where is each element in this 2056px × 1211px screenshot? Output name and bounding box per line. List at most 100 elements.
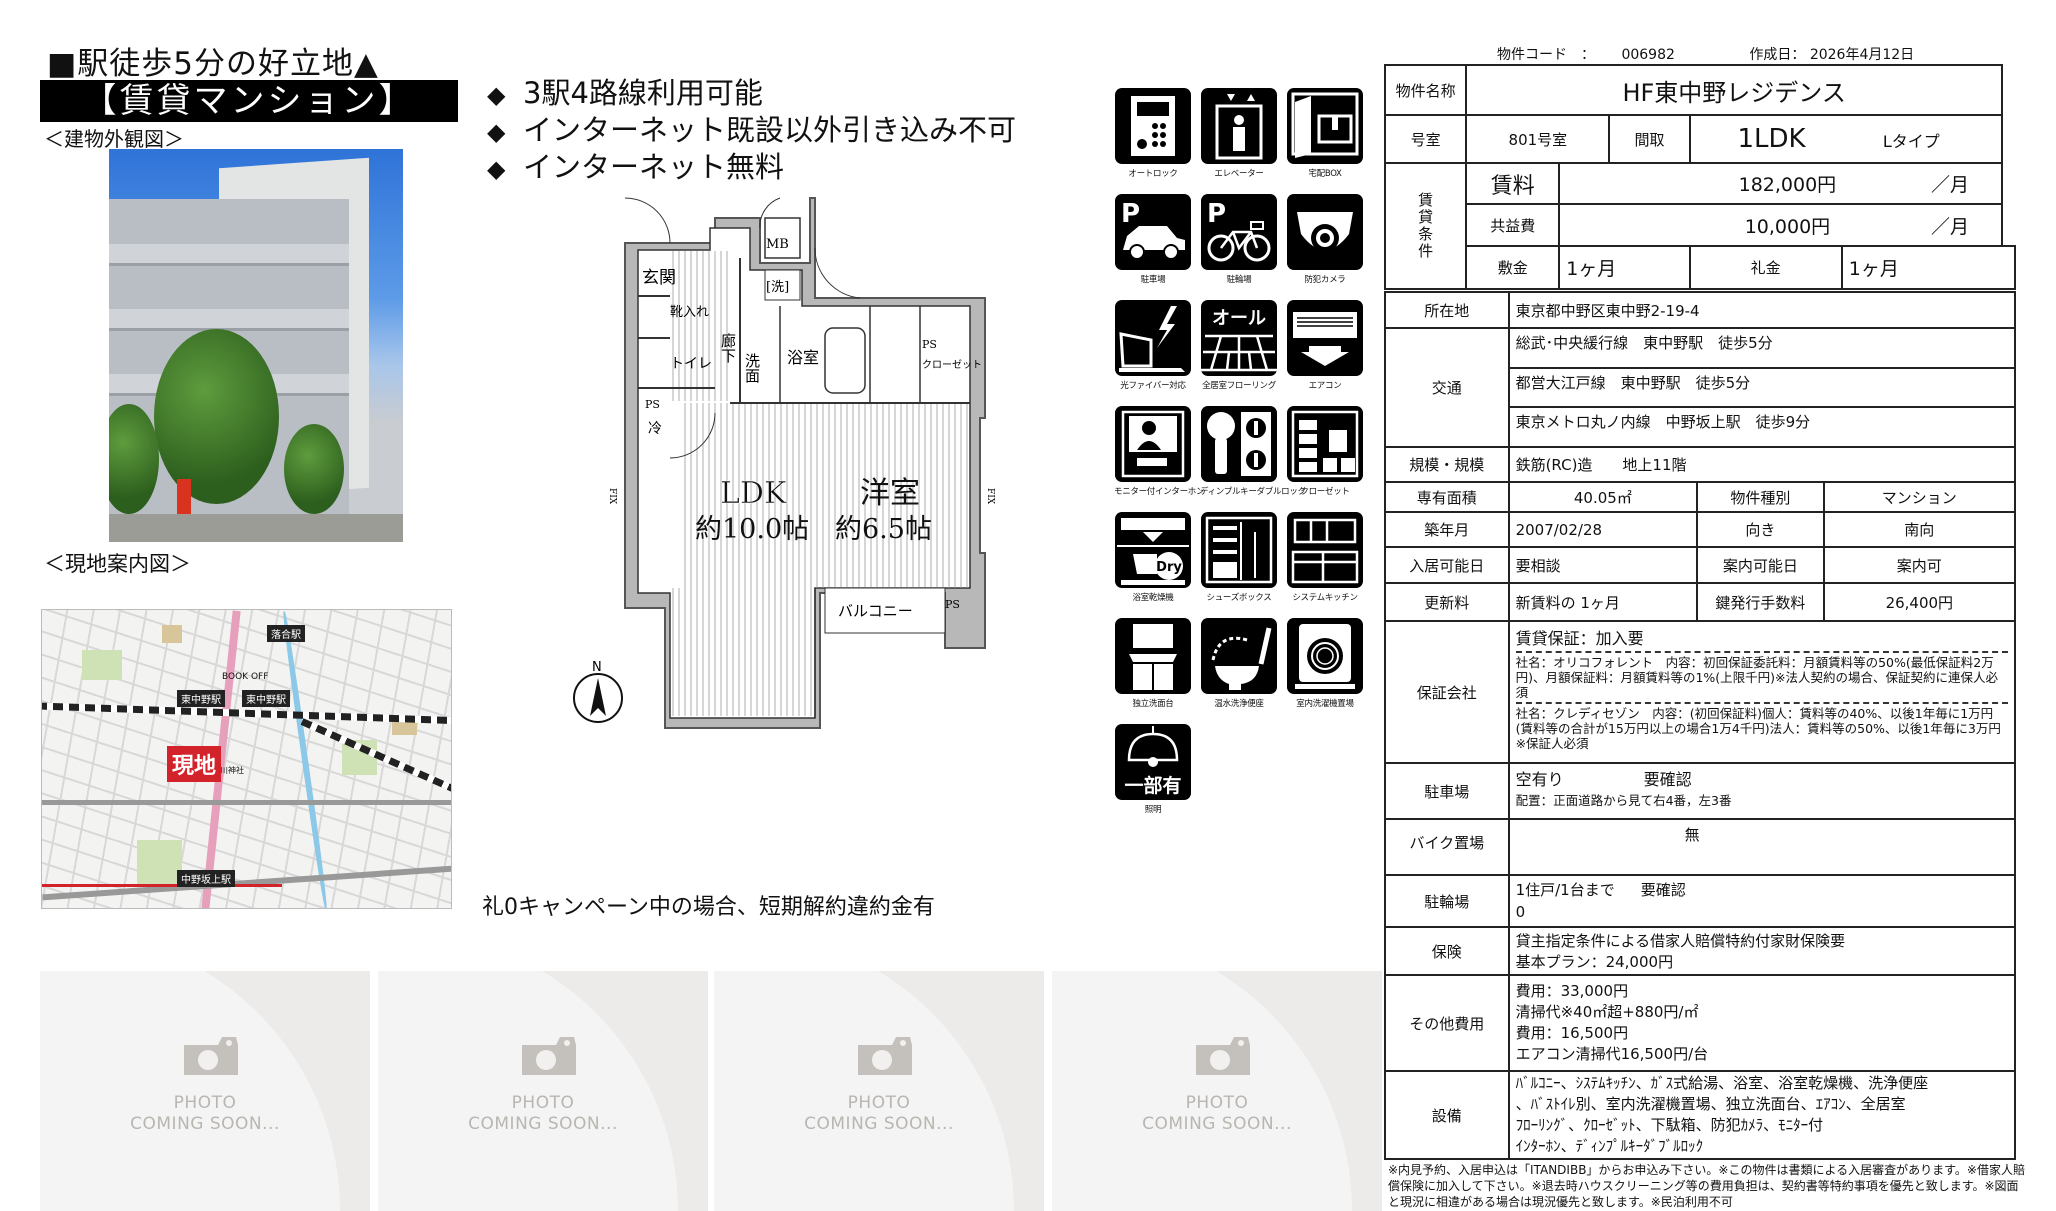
map-station-label: 東中野駅	[242, 690, 290, 707]
transit-label: 交通	[1384, 327, 1510, 448]
svg-text:浴室: 浴室	[787, 348, 819, 367]
equipment-line: ﾊﾞﾙｺﾆｰ、ｼｽﾃﾑｷｯﾁﾝ、ｶﾞｽ式給湯、浴室、浴室乾燥機、洗浄便座	[1515, 1074, 1929, 1092]
lighting-icon: 一部有	[1115, 724, 1191, 800]
equipment-line: 、ﾊﾞｽﾄｲﾚ別、室内洗濯機置場、独立洗面台、ｴｱｺﾝ、全居室	[1515, 1095, 1906, 1113]
deposit-label: 敷金	[1465, 245, 1561, 290]
svg-text:廊下: 廊下	[719, 333, 737, 363]
other-fees-label: その他費用	[1384, 974, 1510, 1072]
property-code-label: 物件コード ：	[1497, 47, 1595, 63]
parking-status: 空有り	[1515, 770, 1564, 789]
svg-text:オール: オール	[1212, 308, 1266, 329]
amenity-autolock: オートロック	[1114, 88, 1192, 188]
svg-text:MB: MB	[766, 237, 789, 252]
equipment-line: ﾌﾛｰﾘﾝｸﾞ、ｸﾛｰｾﾞｯﾄ、下駄箱、防犯ｶﾒﾗ、ﾓﾆﾀｰ付	[1515, 1116, 1824, 1134]
layout-type: Lタイプ	[1882, 132, 1940, 151]
parking-icon: P	[1115, 194, 1191, 270]
map-current-location-marker: 現地	[167, 746, 222, 782]
layout: 1LDK	[1737, 124, 1806, 154]
rental-terms-label: 賃貸条件	[1383, 162, 1468, 290]
amenity-dimple-key: ディンプルキーダブルロック	[1200, 406, 1306, 506]
svg-text:FIX: FIX	[985, 488, 995, 505]
map-landmark: 氷川神社	[212, 766, 244, 775]
amenity-delivery-box: 宅配BOX	[1286, 88, 1364, 188]
svg-text:PS: PS	[645, 398, 660, 411]
location-map[interactable]: 落合駅 東中野駅 東中野駅 中野坂上駅 BOOK OFF 氷川神社 現地	[41, 609, 452, 909]
amenity-air-conditioner: エアコン	[1286, 300, 1364, 400]
footnote: ※内見予約、入居申込は「ITANDIBB」からお申込み下さい。※この物件は書類に…	[1388, 1163, 2025, 1209]
room-number-label: 号室	[1383, 114, 1468, 164]
common-fee-label: 共益費	[1465, 203, 1561, 247]
parking-note: 配置：正面道路から見て右4番，左3番	[1515, 793, 1732, 808]
property-name-label: 物件名称	[1383, 64, 1468, 116]
amenity-parking: P 駐車場	[1114, 194, 1192, 294]
renewal-fee-label: 更新料	[1384, 582, 1510, 622]
map-caption: ＜現地案内図＞	[44, 552, 191, 576]
camera-icon	[858, 1037, 912, 1075]
built-date: 2007/02/28	[1507, 511, 1699, 548]
vanity-icon	[1115, 618, 1191, 694]
viewing-label: 案内可能日	[1696, 546, 1825, 584]
feature-item: ◆インターネット無料	[487, 150, 1016, 187]
parking-cell: 空有り 要確認 配置：正面道路から見て右4番，左3番	[1507, 762, 2017, 820]
map-landmark: BOOK OFF	[222, 672, 269, 682]
equipment-cell: ﾊﾞﾙｺﾆｰ、ｼｽﾃﾑｷｯﾁﾝ、ｶﾞｽ式給湯、浴室、浴室乾燥機、洗浄便座 、ﾊﾞ…	[1507, 1070, 2017, 1160]
camera-icon	[184, 1037, 238, 1075]
facing-label: 向き	[1696, 511, 1825, 548]
summary-table: 物件名称 HF東中野レジデンス 号室 801号室 間取 1LDK Lタイプ 賃貸…	[1383, 64, 2016, 290]
bicycle-parking-count: 0	[1515, 903, 1526, 921]
structure: 鉄筋(RC)造 地上11階	[1507, 446, 2017, 483]
layout-label: 間取	[1608, 114, 1691, 164]
other-fee-item: 費用：33,000円	[1515, 982, 1629, 1000]
camera-icon	[522, 1037, 576, 1075]
elevator-icon	[1201, 88, 1277, 164]
svg-text:洋室: 洋室	[860, 476, 920, 511]
svg-text:靴入れ: 靴入れ	[670, 305, 709, 320]
dimple-key-icon	[1201, 406, 1277, 482]
bathroom-dryer-icon: Dry	[1115, 512, 1191, 588]
key-money-label: 礼金	[1688, 245, 1843, 290]
insurance-plan: 基本プラン：24,000円	[1515, 953, 1674, 971]
rent-cell: 182,000円 ／月	[1558, 162, 2003, 205]
insurance-requirement: 貸主指定条件による借家人賠償特約付家財保険要	[1515, 932, 1846, 950]
guarantor-company-1: 社名：オリコフォレント 内容：初回保証委託料：月額賃料等の50%(最低保証料2万…	[1515, 655, 1999, 700]
monitor-intercom-icon	[1115, 406, 1191, 482]
shoe-box-icon	[1201, 512, 1277, 588]
property-kind-label: 物件種別	[1696, 481, 1825, 513]
air-conditioner-icon	[1287, 300, 1363, 376]
move-in: 要相談	[1507, 546, 1699, 584]
other-fee-item: エアコン清掃代16,500円/台	[1515, 1045, 1709, 1063]
property-code: 006982	[1621, 47, 1675, 63]
parking-confirm: 要確認	[1643, 770, 1692, 789]
created-date: 2026年4月12日	[1809, 47, 1915, 63]
washlet-icon	[1201, 618, 1277, 694]
guarantor-company-2: 社名：クレディセゾン 内容：(初回保証料)個人：賃料等の40%、以後1年毎に1万…	[1515, 706, 2014, 751]
photo-placeholder: PHOTO COMING SOON...	[40, 971, 370, 1211]
diamond-bullet-icon: ◆	[487, 155, 506, 183]
fiber-optic-icon	[1115, 300, 1191, 376]
svg-text:PS: PS	[922, 338, 937, 351]
svg-text:クローゼット: クローゼット	[922, 359, 982, 371]
amenity-system-kitchen: システムキッチン	[1286, 512, 1364, 612]
amenity-elevator: エレベーター	[1200, 88, 1278, 188]
diamond-bullet-icon: ◆	[487, 118, 506, 146]
address: 東京都中野区東中野2-19-4	[1507, 291, 2017, 329]
amenity-security-camera: 防犯カメラ	[1286, 194, 1364, 294]
transit-line: 総武･中央緩行線 東中野駅 徒歩5分	[1507, 327, 2017, 369]
rent: 182,000円	[1738, 174, 1837, 196]
campaign-note: 礼0キャンペーン中の場合、短期解約違約金有	[482, 895, 935, 920]
address-label: 所在地	[1384, 291, 1510, 329]
transit-line: 東京メトロ丸ノ内線 中野坂上駅 徒歩9分	[1507, 406, 2017, 448]
rent-unit: ／月	[1930, 174, 1969, 196]
structure-label: 規模・規模	[1384, 446, 1510, 483]
amenity-monitor-intercom: モニター付インターホン	[1114, 406, 1205, 506]
svg-text:玄関: 玄関	[642, 268, 676, 288]
svg-text:トイレ: トイレ	[670, 356, 712, 372]
move-in-label: 入居可能日	[1384, 546, 1510, 584]
renewal-fee: 新賃料の 1ヶ月	[1507, 582, 1699, 622]
amenity-vanity: 独立洗面台	[1114, 618, 1192, 718]
amenity-washlet: 温水洗浄便座	[1200, 618, 1278, 718]
viewing: 案内可	[1822, 546, 2017, 584]
guarantor-head: 賃貸保証：加入要	[1515, 629, 1644, 648]
key-fee-label: 鍵発行手数料	[1696, 582, 1825, 622]
autolock-icon	[1115, 88, 1191, 164]
